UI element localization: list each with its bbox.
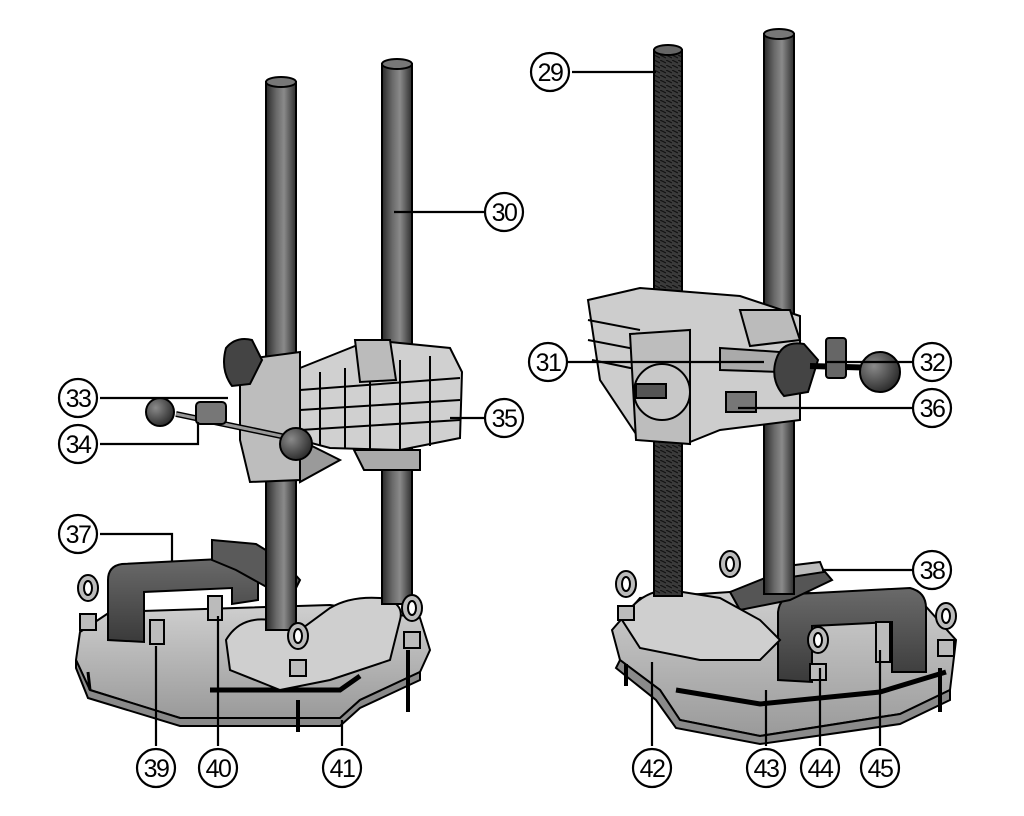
callout-38: 38 bbox=[911, 549, 953, 591]
svg-text:39: 39 bbox=[144, 755, 169, 783]
callout-39: 39 bbox=[135, 747, 177, 789]
callout-45: 45 bbox=[859, 747, 901, 789]
svg-text:30: 30 bbox=[492, 199, 517, 227]
svg-text:36: 36 bbox=[920, 395, 945, 423]
left-carriage bbox=[239, 338, 464, 484]
left-eye-bolts bbox=[77, 574, 423, 677]
right-eye-bolts bbox=[615, 550, 957, 681]
callout-31: 31 bbox=[527, 341, 569, 383]
left-feed-lever bbox=[145, 338, 313, 461]
svg-text:41: 41 bbox=[330, 755, 355, 783]
left-column-front bbox=[381, 63, 413, 605]
svg-text:44: 44 bbox=[808, 755, 834, 783]
callout-32: 32 bbox=[911, 341, 953, 383]
callout-42: 42 bbox=[631, 747, 673, 789]
svg-text:34: 34 bbox=[66, 431, 92, 459]
callout-30: 30 bbox=[483, 191, 525, 233]
right-drill-stand bbox=[586, 28, 958, 746]
right-carriage bbox=[586, 286, 802, 446]
svg-text:45: 45 bbox=[868, 755, 893, 783]
callout-33: 33 bbox=[57, 377, 99, 419]
svg-text:29: 29 bbox=[538, 59, 563, 87]
callout-36: 36 bbox=[911, 387, 953, 429]
right-feed-lever bbox=[773, 337, 901, 398]
svg-text:43: 43 bbox=[754, 755, 779, 783]
svg-text:37: 37 bbox=[66, 521, 91, 549]
callout-29: 29 bbox=[529, 51, 571, 93]
callout-43: 43 bbox=[745, 747, 787, 789]
svg-text:31: 31 bbox=[536, 349, 561, 377]
svg-text:35: 35 bbox=[492, 405, 517, 433]
callout-44: 44 bbox=[799, 747, 841, 789]
callout-34: 34 bbox=[57, 423, 99, 465]
left-drill-stand bbox=[74, 58, 464, 732]
svg-text:42: 42 bbox=[640, 755, 665, 783]
svg-text:33: 33 bbox=[66, 385, 91, 413]
callout-40: 40 bbox=[197, 747, 239, 789]
leader-lines bbox=[100, 70, 912, 746]
callout-41: 41 bbox=[321, 747, 363, 789]
svg-text:40: 40 bbox=[206, 755, 231, 783]
callout-35: 35 bbox=[483, 397, 525, 439]
callout-37: 37 bbox=[57, 513, 99, 555]
svg-text:38: 38 bbox=[920, 557, 945, 585]
svg-text:32: 32 bbox=[920, 349, 945, 377]
